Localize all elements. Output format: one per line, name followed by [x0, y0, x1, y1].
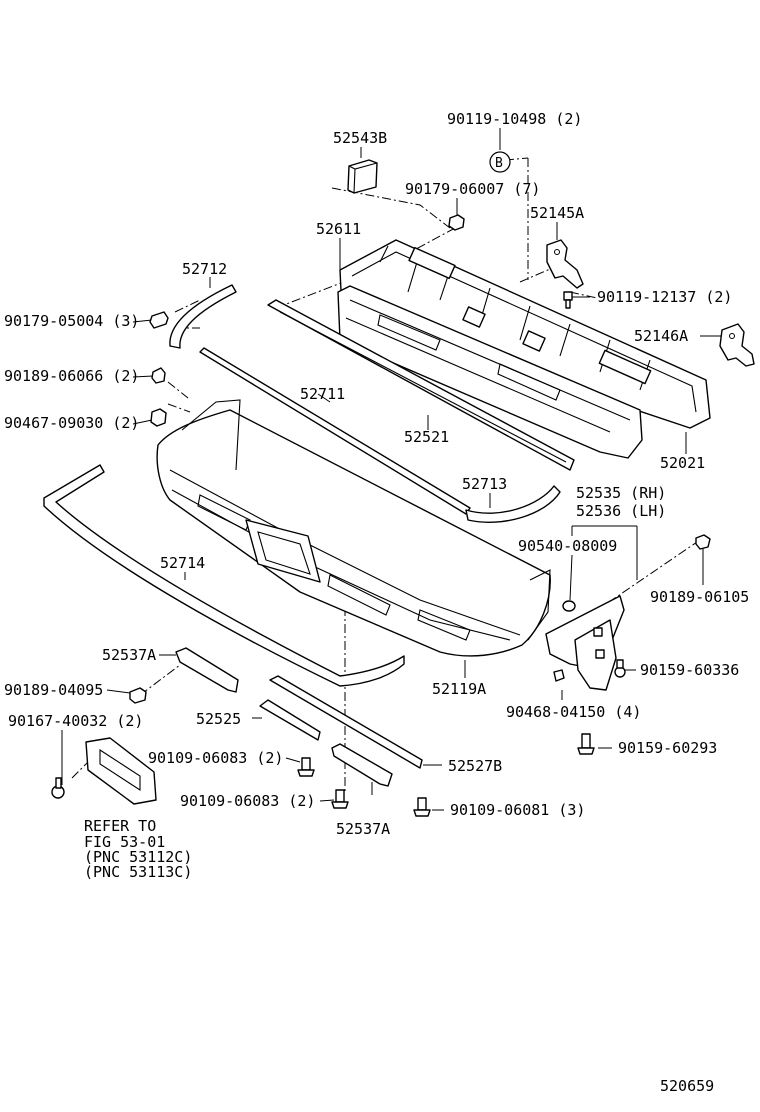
part-52119a-bumper-cover [156, 399, 551, 657]
part-52021-absorber [337, 285, 643, 459]
part-clip-90189-06066 [151, 367, 166, 384]
part-52521-retainer [267, 299, 575, 471]
label-52527b: 52527B [448, 757, 502, 775]
label-90119-12137: 90119-12137 (2) [597, 288, 732, 306]
part-clip-90189-06105 [695, 534, 711, 550]
label-52146a: 52146A [634, 327, 688, 345]
label-90159-60336: 90159-60336 [640, 661, 739, 679]
part-52537a-upper-bracket [175, 647, 239, 693]
part-license-bracket [85, 737, 157, 805]
label-callout-b: B [495, 156, 503, 171]
label-52525: 52525 [196, 710, 241, 728]
part-screw-90159-60336 [614, 659, 626, 678]
part-52713-moulding [465, 485, 561, 523]
label-52537a-upper: 52537A [102, 646, 156, 664]
label-52145a: 52145A [530, 204, 584, 222]
part-nut-90179-06007 [448, 214, 465, 231]
part-52527b-bracket [269, 675, 423, 769]
part-52145a-bracket [546, 239, 584, 289]
part-clip-90467-09030 [150, 408, 167, 427]
label-90109-06083-b: 90109-06083 (2) [180, 792, 315, 810]
part-bolt-90167-40032 [51, 777, 65, 799]
part-52611-reinforcement [339, 239, 711, 429]
label-52611: 52611 [316, 220, 361, 238]
callout-b-circle [489, 151, 511, 173]
label-52537a-lower: 52537A [336, 820, 390, 838]
part-bolt-90109-06083-a [297, 757, 315, 777]
part-clip-90189-04095 [129, 687, 147, 704]
label-90119-10498: 90119-10498 (2) [447, 110, 582, 128]
part-bolt-90119-12137 [563, 291, 573, 309]
part-52714-moulding [43, 464, 405, 687]
label-52119a: 52119A [432, 680, 486, 698]
note-line-1: REFER TO [84, 817, 156, 835]
label-90540-08009: 90540-08009 [518, 537, 617, 555]
label-52713: 52713 [462, 475, 507, 493]
part-52537a-lower-bracket [331, 743, 393, 787]
label-90189-06105: 90189-06105 [650, 588, 749, 606]
label-90109-06083-a: 90109-06083 (2) [148, 749, 283, 767]
part-screw-90159-60293 [577, 733, 595, 755]
part-52543b-pad [347, 159, 378, 194]
note-line-2: FIG 53-01 [84, 833, 165, 851]
label-52714: 52714 [160, 554, 205, 572]
label-90159-60293: 90159-60293 [618, 739, 717, 757]
part-52535-52536-brackets [545, 595, 625, 691]
label-52536: 52536 (LH) [576, 502, 666, 520]
label-90468-04150: 90468-04150 (4) [506, 703, 641, 721]
part-52711-moulding [199, 347, 471, 515]
label-52521: 52521 [404, 428, 449, 446]
label-52535: 52535 (RH) [576, 484, 666, 502]
label-52021: 52021 [660, 454, 705, 472]
part-bolt-90109-06083-b [331, 789, 349, 809]
label-90189-04095: 90189-04095 [4, 681, 103, 699]
part-nut-90468-04150 [553, 669, 565, 682]
label-90167-40032: 90167-40032 (2) [8, 712, 143, 730]
part-bolt-90109-06081 [413, 797, 431, 817]
reference-note: REFER TO FIG 53-01 (PNC 53112C) (PNC 531… [84, 817, 192, 881]
label-90109-06081: 90109-06081 (3) [450, 801, 585, 819]
label-52711: 52711 [300, 385, 345, 403]
label-90179-06007: 90179-06007 (7) [405, 180, 540, 198]
part-labels: 52543B 90119-10498 (2) B 90179-06007 (7)… [4, 110, 749, 838]
label-52712: 52712 [182, 260, 227, 278]
part-52525-bracket [259, 699, 321, 741]
part-52146a-bracket [719, 323, 755, 367]
label-90189-06066: 90189-06066 (2) [4, 367, 139, 385]
label-90467-09030: 90467-09030 (2) [4, 414, 139, 432]
note-line-4: (PNC 53113C) [84, 863, 192, 881]
label-52543b: 52543B [333, 129, 387, 147]
part-52712-moulding [169, 284, 237, 349]
label-90179-05004: 90179-05004 (3) [4, 312, 139, 330]
part-clip-90540-08009 [562, 600, 576, 612]
figure-number: 520659 [660, 1077, 714, 1095]
note-line-3: (PNC 53112C) [84, 848, 192, 866]
leader-lines [61, 128, 722, 811]
part-clip-90179-05004 [149, 311, 169, 329]
